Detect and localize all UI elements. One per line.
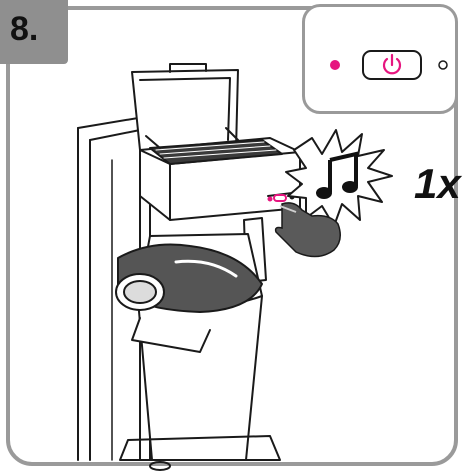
press-count-label: 1x xyxy=(414,160,461,208)
control-panel-inset xyxy=(302,4,458,114)
control-panel-detail xyxy=(305,7,461,117)
step-number: 8. xyxy=(10,10,38,49)
step-badge: 8. xyxy=(0,0,68,64)
power-led-left xyxy=(330,60,340,70)
power-led-right xyxy=(439,61,447,69)
